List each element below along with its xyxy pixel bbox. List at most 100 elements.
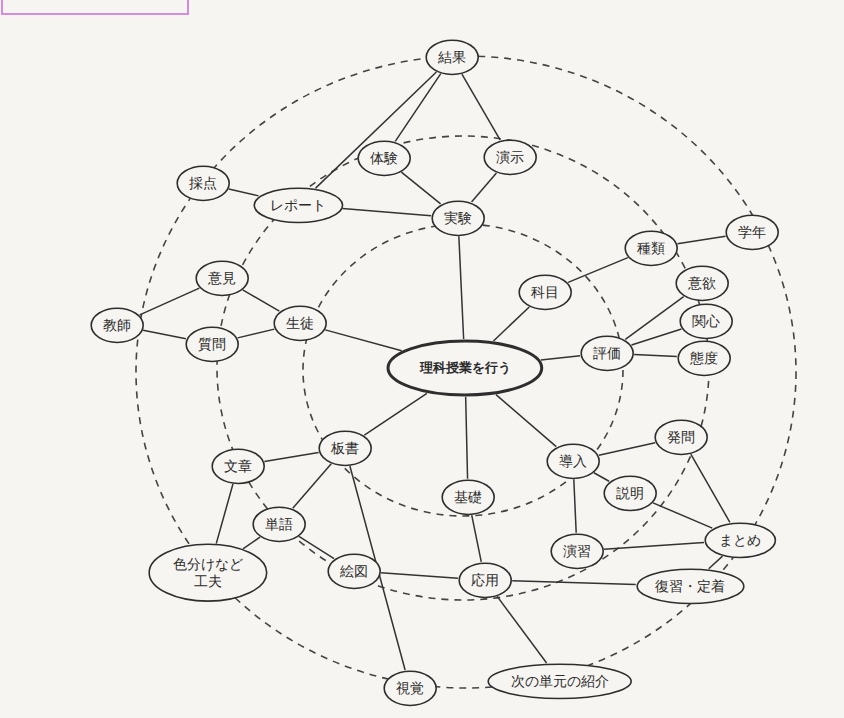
- concept-oval: 採点: [176, 165, 230, 202]
- oval-shape: [253, 507, 305, 541]
- oval-shape: [459, 563, 511, 597]
- oval-shape: [177, 166, 229, 200]
- node-label: 演示: [496, 149, 524, 166]
- central-oval: 理科授業を行う: [386, 339, 544, 397]
- oval-shape: [484, 140, 536, 174]
- concept-oval: 実験: [431, 200, 485, 237]
- node-label: 次の単元の紹介: [511, 673, 609, 690]
- connector-line: [343, 209, 431, 216]
- node-label: 評価: [593, 345, 621, 362]
- oval-shape: [519, 275, 571, 309]
- node-label: 態度: [690, 350, 718, 367]
- connector-line: [594, 473, 609, 482]
- oval-shape: [149, 545, 266, 602]
- node-label: 復習・定着: [655, 578, 725, 595]
- oval-shape: [319, 431, 371, 465]
- concept-oval: レポート: [253, 187, 344, 224]
- concept-oval: 次の単元の紹介: [487, 663, 632, 700]
- node-label: 単語: [265, 516, 293, 533]
- concept-oval: 種類: [624, 230, 678, 267]
- node-label: 種類: [637, 240, 665, 257]
- oval-shape: [91, 308, 143, 342]
- node-label: 実験: [444, 210, 472, 227]
- oval-shape: [680, 304, 732, 338]
- oval-shape: [705, 523, 775, 557]
- node-label: 体験: [370, 150, 398, 167]
- connector-line: [229, 189, 259, 196]
- concept-oval: 復習・定着: [636, 568, 745, 605]
- dashed-ring: [136, 56, 796, 688]
- concept-oval: 関心: [679, 303, 733, 340]
- oval-shape: [637, 569, 744, 603]
- node-label: 説明: [616, 485, 644, 502]
- oval-shape: [186, 327, 238, 361]
- node-label: 演習: [563, 543, 591, 560]
- connector-line: [472, 515, 482, 562]
- concept-oval: 意欲: [675, 265, 729, 302]
- dashed-ring: [217, 136, 709, 600]
- concept-oval: 体験: [357, 140, 411, 177]
- concept-oval: 科目: [518, 274, 572, 311]
- connector-line: [459, 236, 464, 339]
- concept-oval: 導入: [546, 443, 600, 480]
- connector-line: [466, 397, 468, 479]
- connector-line: [568, 258, 628, 283]
- oval-shape: [358, 141, 410, 175]
- node-label: 教師: [103, 317, 131, 334]
- connector-line: [299, 536, 334, 558]
- connector-line: [604, 542, 704, 549]
- node-label: 理科授業を行う: [420, 360, 511, 376]
- concept-oval: 板書: [318, 430, 372, 467]
- oval-shape: [551, 534, 603, 568]
- connector-line: [364, 393, 427, 435]
- concept-oval: まとめ: [704, 522, 777, 559]
- oval-shape: [212, 449, 264, 483]
- concept-oval: 演習: [550, 533, 604, 570]
- connector-line: [574, 479, 576, 532]
- oval-shape: [426, 40, 478, 74]
- connector-line: [243, 537, 260, 549]
- concept-oval: 教師: [90, 307, 144, 344]
- node-label: 板書: [331, 440, 359, 457]
- connector-line: [462, 74, 500, 140]
- concept-oval: 文章: [211, 448, 265, 485]
- node-label: 発問: [667, 429, 695, 446]
- connector-line: [709, 556, 723, 569]
- connector-line: [634, 354, 677, 356]
- connector-line: [472, 173, 497, 202]
- oval-shape: [676, 266, 728, 300]
- concept-oval: 絵図: [327, 553, 381, 590]
- node-label: 生徒: [286, 315, 314, 332]
- concept-oval: 応用: [458, 562, 512, 599]
- concept-oval: 色分けなど 工夫: [148, 543, 268, 602]
- connector-line: [496, 395, 556, 447]
- node-label: 科目: [531, 284, 559, 301]
- node-label: 基礎: [454, 489, 482, 506]
- connector-line: [325, 330, 401, 351]
- connector-line: [632, 329, 682, 345]
- oval-shape: [328, 554, 380, 588]
- oval-shape: [604, 476, 656, 510]
- node-label: 絵図: [340, 563, 368, 580]
- connector-line: [401, 172, 440, 204]
- connector-line: [653, 503, 712, 528]
- node-label: 意欲: [688, 275, 716, 292]
- node-label: 関心: [692, 313, 720, 330]
- concept-oval: 発問: [654, 419, 708, 456]
- connector-line: [293, 464, 332, 508]
- connector-line: [691, 454, 730, 522]
- connector-line: [395, 74, 441, 142]
- oval-shape: [726, 215, 778, 249]
- node-label: 文章: [224, 458, 252, 475]
- connector-line: [140, 288, 200, 315]
- oval-shape: [384, 671, 436, 705]
- connector-line: [625, 297, 683, 340]
- node-label: 導入: [559, 453, 587, 470]
- oval-shape: [625, 231, 677, 265]
- connector-line: [497, 596, 546, 663]
- oval-shape: [432, 201, 484, 235]
- concept-oval: 学年: [725, 214, 779, 251]
- oval-shape: [274, 306, 326, 340]
